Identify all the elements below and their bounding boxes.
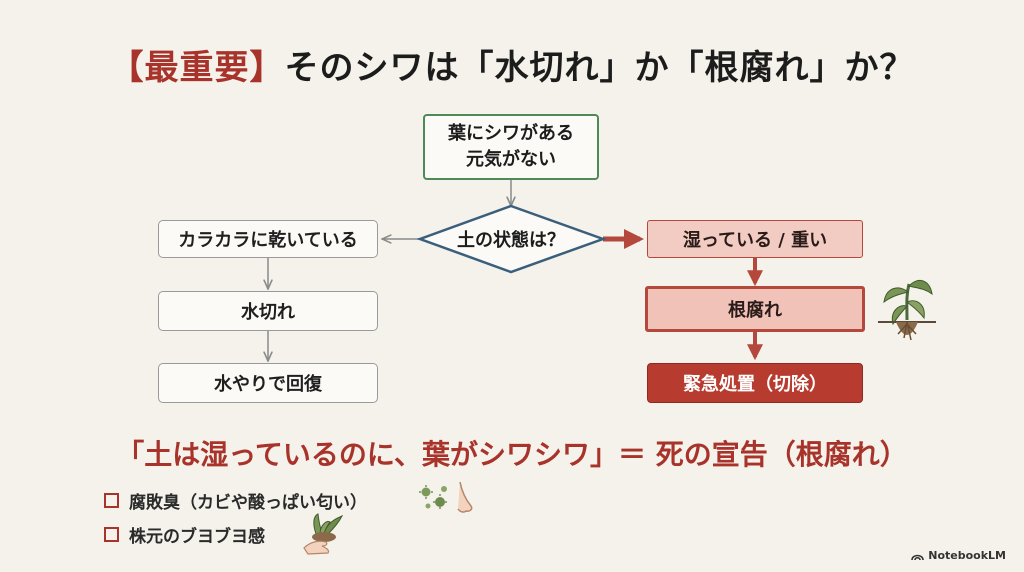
page-title: 【最重要】そのシワは「水切れ」か「根腐れ」か？ — [0, 40, 1024, 89]
left-condition-box: カラカラに乾いている — [158, 220, 378, 258]
checkbox-icon — [104, 493, 119, 508]
notebooklm-logo-icon — [911, 554, 925, 560]
checklist-item-soft-base: 株元のブヨブヨ感 — [104, 522, 265, 547]
hand-plant-base-icon — [303, 513, 344, 555]
decision-diamond — [416, 204, 607, 274]
checklist-label-soft-base: 株元のブヨブヨ感 — [129, 527, 265, 547]
left-action-box: 水やりで回復 — [158, 363, 378, 403]
right-condition-box: 湿っている / 重い — [647, 220, 863, 258]
nose-icon — [457, 481, 473, 513]
title-accent: 【最重要】 — [109, 48, 285, 88]
start-line-1: 葉にシワがある — [448, 123, 574, 144]
watermark-label: NotebookLM — [928, 549, 1006, 562]
checklist-label-odor: 腐敗臭（カビや酸っぱい匂い） — [129, 493, 367, 513]
right-action-box: 緊急処置（切除） — [647, 363, 863, 403]
checklist-item-odor: 腐敗臭（カビや酸っぱい匂い） — [104, 488, 367, 513]
flow-start-box: 葉にシワがある 元気がない — [423, 114, 599, 180]
notebooklm-watermark: NotebookLM — [911, 549, 1006, 562]
checkbox-icon — [104, 527, 119, 542]
start-line-2: 元気がない — [466, 149, 556, 170]
title-main: そのシワは「水切れ」か「根腐れ」か？ — [284, 48, 915, 88]
mold-spores-icon — [419, 485, 447, 509]
right-result-box: 根腐れ — [645, 286, 865, 332]
left-result-box: 水切れ — [158, 291, 378, 331]
decision-label: 土の状態は？ — [457, 230, 565, 251]
verdict-statement: 「土は湿っているのに、葉がシワシワ」＝ 死の宣告（根腐れ） — [116, 438, 908, 471]
wilted-plant-icon — [878, 279, 936, 341]
